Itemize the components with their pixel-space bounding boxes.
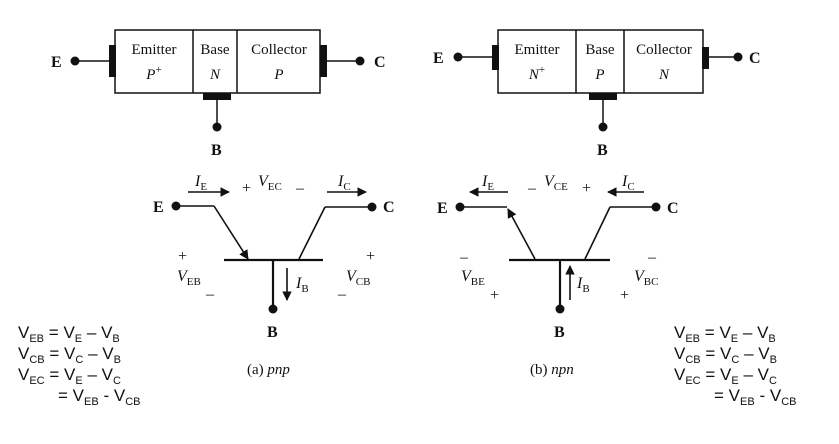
eq-right-2: VCB = VC – VB (674, 344, 777, 366)
pnp-ib-label: IB (295, 275, 309, 295)
npn-vbe-minus: – (459, 249, 469, 266)
pnp-region-base-type: N (209, 67, 221, 83)
npn-block (497, 29, 704, 94)
npn-vce-label: VCE (544, 173, 568, 193)
pnp-veb-plus: + (178, 248, 187, 265)
pnp-vcb-minus: – (337, 286, 347, 303)
npn-vbe-label: VBE (461, 268, 485, 288)
eq-left-3: VEC = VE – VC (18, 365, 121, 387)
npn-symbol (460, 187, 656, 309)
pnp-symbol-label-b: B (267, 324, 278, 341)
pnp-vcb-label: VCB (346, 268, 370, 288)
pnp-collector-terminal (355, 56, 365, 66)
pnp-veb-label: VEB (177, 268, 201, 288)
pnp-symbol-b-terminal (268, 304, 278, 314)
eq-left-4: = VEB - VCB (58, 386, 141, 408)
pnp-symbol (176, 187, 372, 309)
npn-ie-label: IE (481, 173, 494, 193)
pnp-region-emitter-type: P+ (145, 64, 161, 83)
pnp-vcb-plus: + (366, 248, 375, 265)
pnp-veb-minus: – (205, 286, 215, 303)
npn-symbol-b-terminal (555, 304, 565, 314)
pnp-base-terminal (212, 122, 222, 132)
npn-region-collector: Collector (636, 42, 692, 58)
pnp-block-label-c: C (374, 54, 386, 71)
pnp-symbol-e-terminal (171, 201, 181, 211)
npn-vbe-plus: + (490, 287, 499, 304)
npn-region-base-type: P (594, 67, 604, 83)
eq-right-4: = VEB - VCB (714, 386, 797, 408)
pnp-emitter-terminal (70, 56, 80, 66)
pnp-symbol-c-terminal (367, 202, 377, 212)
pnp-region-emitter: Emitter (132, 42, 177, 58)
pnp-symbol-label-e: E (153, 199, 164, 216)
pnp-ie-label: IE (194, 173, 207, 193)
pnp-emitter-contact (109, 45, 116, 77)
eq-left-2: VCB = VC – VB (18, 344, 121, 366)
npn-emitter-terminal (453, 52, 463, 62)
npn-vbc-plus: + (620, 287, 629, 304)
pnp-block-label-b: B (211, 142, 222, 159)
pnp-emitter-arrow (213, 205, 249, 260)
npn-block-label-c: C (749, 50, 761, 67)
pnp-structure (114, 29, 321, 94)
npn-collector-terminal (733, 52, 743, 62)
npn-region-emitter: Emitter (515, 42, 560, 58)
npn-emitter-arrow (507, 208, 536, 260)
npn-symbol-label-c: C (667, 200, 679, 217)
pnp-collector-contact (320, 45, 327, 77)
npn-vce-plus: + (582, 180, 591, 197)
pnp-block (114, 29, 321, 94)
npn-block-label-e: E (433, 50, 444, 67)
pnp-vec-minus: – (295, 180, 305, 197)
npn-vbc-minus: – (647, 249, 657, 266)
npn-ib-label: IB (576, 275, 590, 295)
pnp-vec-plus: + (242, 180, 251, 197)
pnp-region-collector-type: P (273, 67, 283, 83)
npn-ic-label: IC (621, 173, 635, 193)
npn-region-collector-type: N (658, 67, 670, 83)
npn-vce-minus: – (527, 180, 537, 197)
npn-symbol-label-e: E (437, 200, 448, 217)
npn-collector-contact (702, 47, 709, 69)
npn-emitter-contact (492, 45, 499, 70)
eq-right-1: VEB = VE – VB (674, 323, 776, 345)
pnp-vec-label: VEC (258, 173, 282, 193)
npn-region-base: Base (585, 42, 615, 58)
npn-caption: (b) npn (530, 362, 574, 378)
npn-vbc-label: VBC (634, 268, 658, 288)
equations-right: VEB = VE – VB VCB = VC – VB VEC = VE – V… (674, 322, 797, 408)
pnp-region-collector: Collector (251, 42, 307, 58)
pnp-region-base: Base (200, 42, 230, 58)
npn-structure (497, 29, 704, 94)
pnp-symbol-label-c: C (383, 199, 395, 216)
pnp-base-contact (203, 93, 231, 100)
npn-symbol-label-b: B (554, 324, 565, 341)
npn-base-contact (589, 93, 617, 100)
equations-left: VEB = VE – VB VCB = VC – VB VEC = VE – V… (18, 322, 141, 408)
pnp-caption: (a) pnp (247, 362, 290, 378)
npn-block-label-b: B (597, 142, 608, 159)
npn-base-terminal (598, 122, 608, 132)
npn-region-emitter-type: N+ (528, 64, 545, 83)
pnp-ic-label: IC (337, 173, 351, 193)
npn-symbol-e-terminal (455, 202, 465, 212)
eq-left-1: VEB = VE – VB (18, 323, 120, 345)
eq-right-3: VEC = VE – VC (674, 365, 777, 387)
pnp-block-label-e: E (51, 54, 62, 71)
npn-symbol-c-terminal (651, 202, 661, 212)
